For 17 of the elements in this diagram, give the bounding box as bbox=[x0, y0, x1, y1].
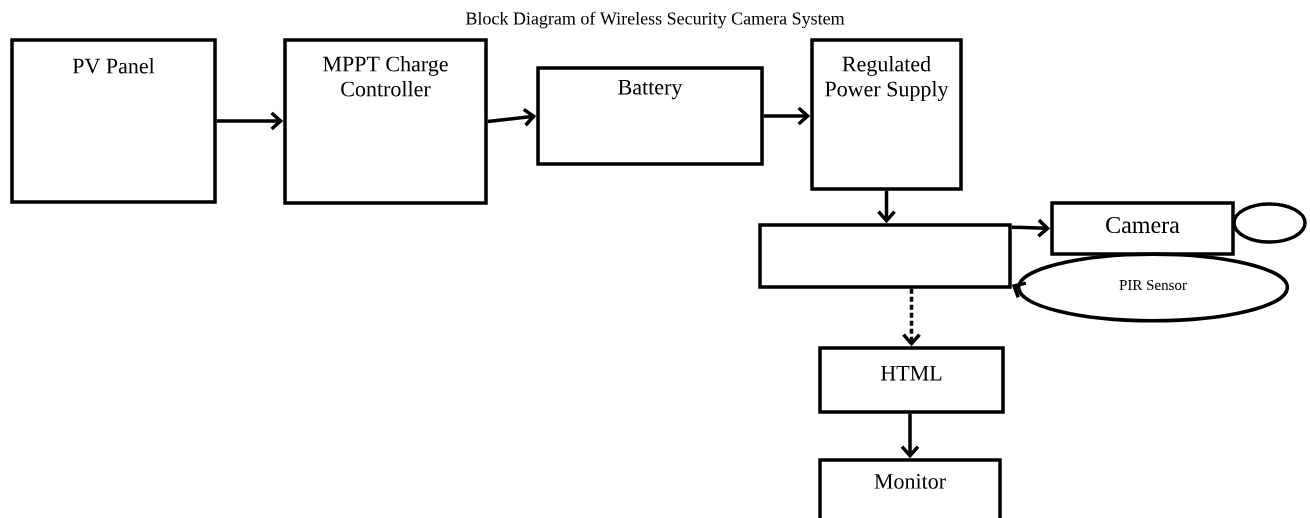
block-box: HTML bbox=[818, 346, 1005, 414]
arrow bbox=[900, 413, 920, 459]
title: Block Diagram of Wireless Security Camera System bbox=[465, 11, 845, 29]
block-box: Battery bbox=[536, 66, 764, 166]
arrow bbox=[487, 107, 537, 127]
arrow bbox=[216, 111, 284, 131]
lens-ellipse bbox=[1232, 202, 1307, 244]
block-box bbox=[758, 223, 1012, 289]
arrow bbox=[902, 288, 921, 347]
block-box: Regulated Power Supply bbox=[810, 38, 963, 191]
arrow bbox=[877, 190, 896, 224]
block-box: Monitor bbox=[818, 458, 1002, 518]
block-box: MPPT Charge Controller bbox=[283, 38, 488, 205]
arrow bbox=[763, 106, 811, 126]
arrow bbox=[1011, 218, 1051, 238]
block-box: Camera bbox=[1050, 201, 1235, 256]
block-box: PV Panel bbox=[10, 38, 217, 204]
